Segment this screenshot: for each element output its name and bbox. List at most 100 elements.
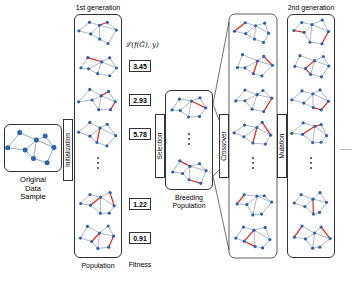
graph-edge: [200, 98, 206, 108]
graph-edge: [245, 23, 255, 26]
graph-vertex: [88, 88, 91, 91]
fitness-value: 0.91: [133, 235, 147, 242]
graph-vertex: [322, 55, 325, 58]
graph-edge: [108, 30, 116, 43]
graph-edge: [247, 205, 253, 215]
graph-edge: [295, 66, 306, 68]
graph-vertex: [243, 99, 246, 102]
graph-sample: [77, 121, 117, 148]
graph-vertex: [270, 200, 273, 203]
graph-vertex: [107, 224, 110, 227]
graph-vertex: [255, 126, 258, 129]
graph-vertex: [98, 126, 101, 129]
graph-edge: [292, 100, 304, 103]
graph-vertex: [100, 94, 103, 97]
graph-vertex: [292, 29, 295, 32]
graph-edge: [8, 133, 20, 148]
graph-edge: [302, 226, 315, 233]
ellipsis-dot: [188, 133, 190, 135]
graph-vertex: [327, 30, 330, 33]
graph-vertex: [79, 66, 82, 69]
graph-sample: [234, 88, 273, 113]
graph-edge: [79, 132, 90, 136]
fitness-value: 1.22: [133, 201, 147, 208]
graph-edge: [242, 55, 257, 61]
ellipsis-dot: [310, 162, 312, 164]
graph-vertex: [204, 106, 207, 109]
graph-edge: [310, 42, 322, 44]
graph-vertex: [271, 64, 274, 67]
changed-edge: [264, 98, 272, 111]
graph-vertex: [309, 73, 312, 76]
graph-sample: [293, 54, 330, 78]
graph-vertex: [308, 41, 311, 44]
changed-edge: [312, 199, 314, 214]
graph-vertex: [97, 108, 100, 111]
fitness-formula: ℒ(f(G̃), y): [125, 42, 159, 50]
crossover-line: [213, 22, 229, 104]
graph-edge: [107, 136, 116, 146]
graph-vertex: [298, 54, 301, 57]
graph-edge: [320, 193, 327, 203]
graph-vertex: [325, 201, 328, 204]
graph-edge: [201, 171, 206, 184]
graph-vertex: [300, 193, 303, 196]
graph-edge: [265, 23, 269, 33]
graph-vertex: [113, 204, 116, 207]
graph-vertex: [77, 29, 80, 32]
graph-vertex: [290, 132, 293, 135]
graph-vertex: [88, 135, 91, 138]
graph-vertex: [319, 141, 322, 144]
graph-edge: [244, 125, 256, 127]
graph-edge: [100, 197, 101, 213]
graph-vertex: [108, 212, 111, 215]
graph-edge: [322, 66, 329, 77]
graph-vertex: [187, 115, 190, 118]
changed-edge: [234, 23, 245, 31]
graph-vertex: [252, 72, 255, 75]
graph-vertex: [242, 225, 245, 228]
graph-edge: [79, 89, 90, 101]
graph-sample: [292, 18, 330, 45]
changed-edge: [294, 226, 302, 237]
graph-vertex: [320, 42, 323, 45]
graph-vertex: [255, 194, 258, 197]
graph-edge: [321, 125, 326, 136]
graph-vertex: [77, 131, 80, 134]
graph-vertex: [99, 212, 102, 215]
graph-vertex: [264, 143, 267, 146]
graph-vertex: [253, 37, 256, 40]
graph-vertex: [320, 108, 323, 111]
graph-edge: [262, 202, 272, 214]
graph-vertex: [241, 53, 244, 56]
graph-vertex: [105, 144, 108, 147]
graph-edge: [236, 227, 244, 238]
graph-edge: [292, 91, 302, 100]
graph-edge: [294, 195, 301, 203]
graph-vertex: [320, 123, 323, 126]
graph-sample: [293, 191, 329, 216]
graph-vertex: [300, 224, 303, 227]
graph-edge: [254, 230, 270, 239]
changed-edge: [262, 122, 270, 135]
column-label: Population: [81, 262, 114, 270]
graph-vertex: [112, 235, 115, 238]
graph-edge: [189, 166, 191, 180]
changed-edge: [92, 233, 100, 241]
graph-vertex: [86, 56, 89, 59]
graph-vertex: [108, 74, 111, 77]
graph-vertex: [302, 102, 305, 105]
graph-edge: [246, 26, 256, 34]
changed-edge: [189, 180, 201, 184]
graph-vertex: [304, 67, 307, 70]
graph-vertex: [115, 28, 118, 31]
graph-vertex: [90, 240, 93, 243]
ellipsis-dot: [310, 167, 312, 169]
graph-vertex: [79, 236, 82, 239]
graph-sample: [79, 56, 118, 77]
graph-edge: [172, 99, 179, 110]
graph-edge: [312, 24, 328, 31]
graph-vertex: [51, 145, 56, 150]
graph-vertex: [293, 236, 296, 239]
graph-vertex: [311, 141, 314, 144]
